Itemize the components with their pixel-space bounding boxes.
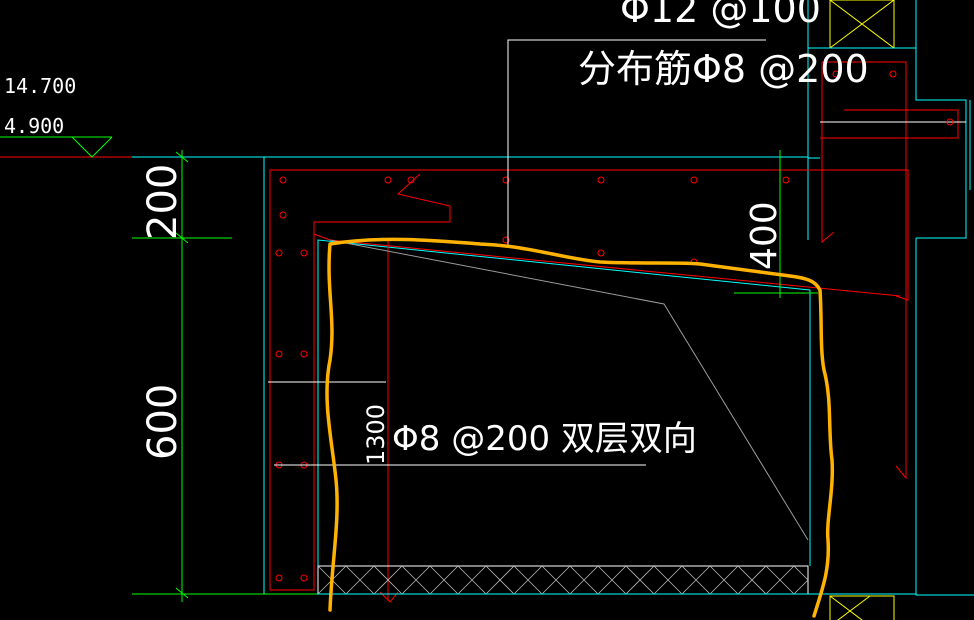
bottom-hatch [317,565,809,595]
right-wall [807,48,974,596]
dim-600-label: 600 [140,384,186,460]
elevation-top-label: 14.700 [4,74,76,98]
rebar-dots [275,176,790,582]
slab-rebar-label: Φ8 @200 双层双向 [392,419,697,459]
leader-lines [268,39,809,541]
elevation-mid-label: 4.900 [4,114,64,138]
dim-1300-label: 1300 [362,404,390,465]
dim-200-label: 200 [140,164,186,240]
distribution-rebar-label: 分布筋Φ8 @200 [578,47,869,91]
right-wall-rebar [820,61,966,480]
elevation-marker: 14.700 4.900 [0,74,113,158]
left-dimensions: 200 600 [132,150,330,602]
slab-rebar-outline [269,169,909,603]
bottom-right-box [808,593,916,620]
left-wall [263,157,811,594]
top-right-box [807,0,917,49]
rebar-title-label: Φ12 @100 [620,0,821,31]
dim-400: 400 [734,150,818,298]
dim-400-label: 400 [744,201,785,270]
markup-outline [325,237,835,618]
